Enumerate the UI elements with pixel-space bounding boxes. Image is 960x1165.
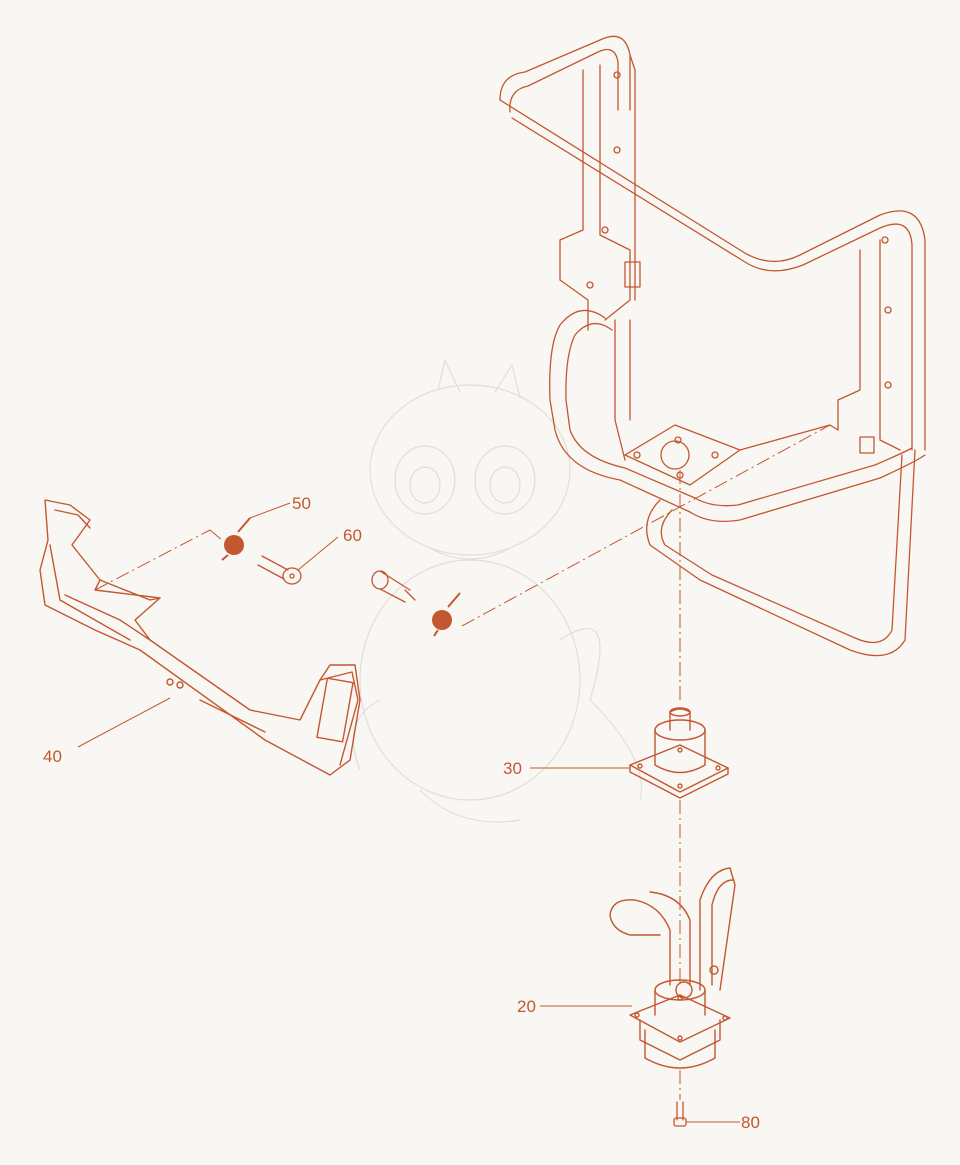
- spring-lower: [432, 592, 461, 637]
- pin: [257, 555, 302, 585]
- mount-block: [629, 707, 729, 799]
- watermark-mascot: [352, 358, 642, 823]
- callout-20: 20: [517, 997, 536, 1016]
- center-lines: [94, 424, 831, 1100]
- bolt-pin: [371, 570, 416, 603]
- callout-50: 50: [292, 494, 311, 513]
- main-frame: [499, 35, 926, 657]
- spring-upper: [221, 517, 251, 561]
- callout-60: 60: [343, 526, 362, 545]
- base-assembly: [609, 867, 736, 1069]
- callout-80: 80: [741, 1113, 760, 1132]
- callout-leaders: [77, 502, 740, 1123]
- callout-30: 30: [503, 759, 522, 778]
- callout-40: 40: [43, 747, 62, 766]
- arm-bracket: [39, 499, 361, 776]
- bolt: [673, 1101, 687, 1127]
